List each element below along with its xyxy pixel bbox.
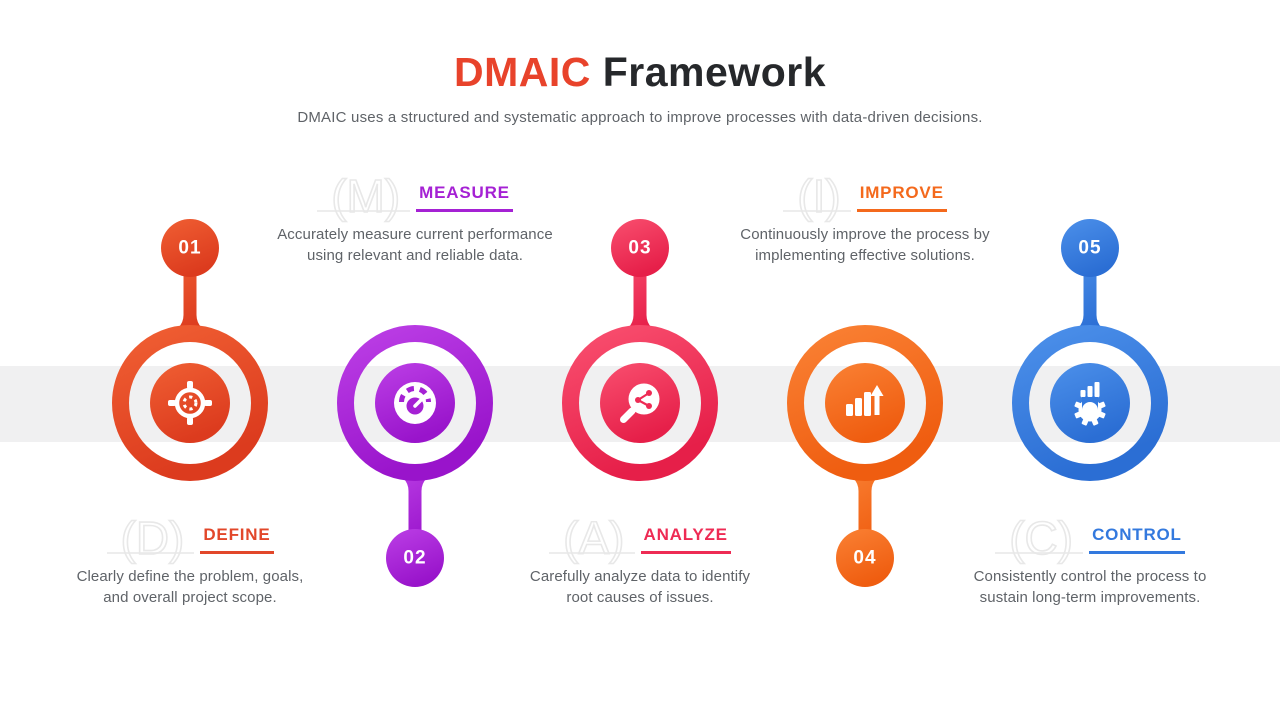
ghost-letter: (I) [783,168,851,220]
step-heading: (C) CONTROL [930,510,1250,562]
page-subtitle: DMAIC uses a structured and systematic a… [297,109,983,127]
measure-node-graphic: 02 [337,325,493,587]
target-icon [168,381,212,425]
core-circle [150,363,230,443]
step-label: IMPROVE [856,183,947,213]
step-description: Continuously improve the process by impl… [740,226,990,264]
step-description: Carefully analyze data to identify root … [529,568,751,606]
step-heading: (M) MEASURE [255,168,575,220]
title-accent: DMAIC [453,49,591,95]
step-number: 05 [1078,238,1101,259]
step-number-badge [386,529,444,587]
magnifier-share-icon [620,383,660,423]
step-description: Accurately measure current performance u… [277,226,553,264]
analyze-node-graphic: 03 [562,219,718,481]
connector-stem [837,469,893,553]
connector-stem [612,253,668,337]
page-title: DMAIC Framework [0,49,1280,95]
step-description: Consistently control the process to sust… [973,568,1207,606]
connector-stem [162,253,218,337]
ring [787,325,943,481]
step-number-badge [611,219,669,277]
node-control: 05 [990,203,1190,493]
ghost-letter: (D) [106,510,195,562]
step-text-control: (C) CONTROL Consistently control the pro… [930,510,1250,609]
ring [1012,325,1168,481]
gauge-icon [394,382,436,424]
step-heading: (D) DEFINE [30,510,350,562]
step-text-analyze: (A) ANALYZE Carefully analyze data to id… [480,510,800,609]
bar-chart-arrow-icon [846,385,884,416]
step-heading: (I) IMPROVE [705,168,1025,220]
step-description: Clearly define the problem, goals, and o… [76,568,304,606]
node-improve: 04 [765,313,965,603]
step-text-measure: (M) MEASURE Accurately measure current p… [255,168,575,267]
connector-stem [387,469,443,553]
step-number-badge [836,529,894,587]
step-heading: (A) ANALYZE [480,510,800,562]
header: DMAIC Framework DMAIC uses a structured … [0,49,1280,127]
control-node-graphic: 05 [1012,219,1168,481]
step-number: 04 [853,548,876,569]
step-label: MEASURE [416,183,513,213]
ghost-letter: (C) [995,510,1084,562]
step-text-define: (D) DEFINE Clearly define the problem, g… [30,510,350,609]
title-rest: Framework [602,49,827,95]
step-number: 03 [628,238,651,259]
ring [112,325,268,481]
ring [562,325,718,481]
step-number: 01 [178,238,201,259]
ghost-letter: (M) [317,168,411,220]
node-analyze: 03 [540,203,740,493]
step-number-badge [1061,219,1119,277]
node-measure: 02 [315,313,515,603]
ring [337,325,493,481]
step-number: 02 [403,548,426,569]
node-define: 01 [90,203,290,493]
define-node-graphic: 01 [112,219,268,481]
step-label: DEFINE [200,525,274,555]
step-number-badge [161,219,219,277]
step-text-improve: (I) IMPROVE Continuously improve the pro… [705,168,1025,267]
ghost-letter: (A) [549,510,635,562]
connector-stem [1062,253,1118,337]
step-label: CONTROL [1089,525,1185,555]
improve-node-graphic: 04 [787,325,943,587]
step-label: ANALYZE [640,525,731,555]
gear-chart-icon [1074,382,1106,426]
